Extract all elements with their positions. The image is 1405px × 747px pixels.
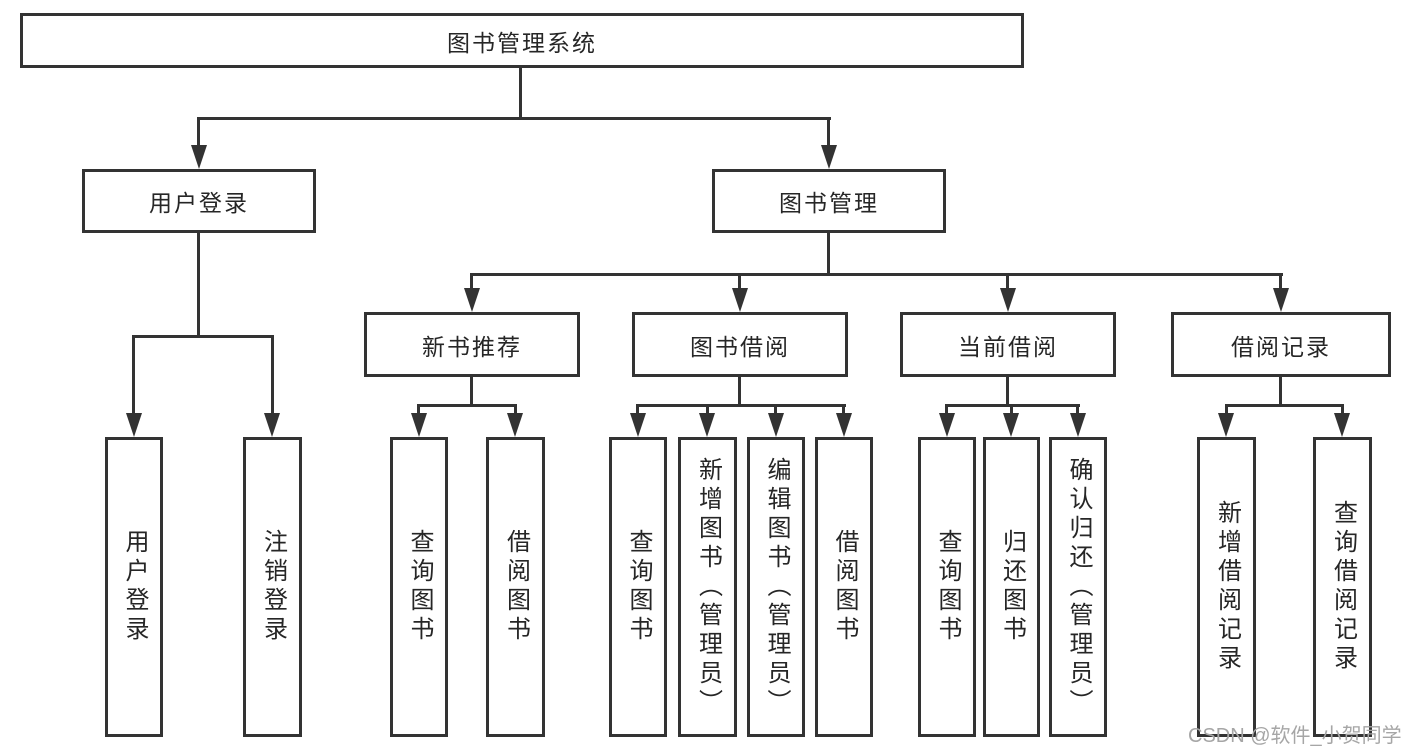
node-root: 图书管理系统 [20,13,1024,68]
connector-line [1279,377,1282,406]
node-user-login: 用户登录 [82,169,316,233]
node-book-management: 图书管理 [712,169,946,233]
connector-line [1279,273,1282,289]
leaf-return-books: 归还图书 [983,437,1040,737]
connector-line [417,404,517,407]
leaf-query-books-current: 查询图书 [918,437,976,737]
leaf-logout: 注销登录 [243,437,302,737]
arrowhead-down-icon [836,413,852,437]
connector-line [706,404,709,414]
connector-line [470,377,473,406]
node-current-borrowing: 当前借阅 [900,312,1116,377]
leaf-edit-books-admin-label: 编辑图书（管理员） [763,456,790,718]
connector-line [1010,404,1013,414]
connector-line [1006,377,1009,406]
arrowhead-down-icon [630,413,646,437]
connector-line [827,117,830,146]
leaf-query-books-recommend: 查询图书 [390,437,448,737]
leaf-borrow-books-label: 借阅图书 [831,529,858,645]
connector-line [132,335,135,414]
leaf-query-books-current-label: 查询图书 [934,529,961,645]
arrowhead-down-icon [411,413,427,437]
arrowhead-down-icon [126,413,142,437]
arrowhead-down-icon [732,288,748,312]
node-current-borrowing-label: 当前借阅 [958,333,1058,360]
leaf-borrow-books: 借阅图书 [815,437,873,737]
leaf-add-books-admin-label: 新增图书（管理员） [694,456,722,718]
connector-line [470,273,1283,276]
leaf-user-login-label: 用户登录 [121,529,148,645]
node-book-borrowing: 图书借阅 [632,312,848,377]
connector-line [1341,404,1344,414]
leaf-add-books-admin: 新增图书（管理员） [678,437,737,737]
leaf-query-books-recommend-label: 查询图书 [406,529,433,645]
leaf-edit-books-admin: 编辑图书（管理员） [747,437,805,737]
leaf-query-books-borrowing-label: 查询图书 [625,529,652,645]
node-borrowing-records-label: 借阅记录 [1231,333,1331,360]
leaf-query-books-borrowing: 查询图书 [609,437,667,737]
leaf-confirm-return-admin: 确认归还（管理员） [1049,437,1107,737]
leaf-logout-label: 注销登录 [259,529,287,645]
watermark: CSDN @软件_小贺同学 [1188,725,1402,747]
node-book-borrowing-label: 图书借阅 [690,333,790,360]
leaf-add-borrow-record: 新增借阅记录 [1197,437,1256,737]
connector-line [738,273,741,289]
connector-line [519,68,522,119]
node-new-book-recommend-label: 新书推荐 [422,333,522,360]
connector-line [842,404,845,414]
connector-line [636,404,639,414]
arrowhead-down-icon [464,288,480,312]
arrowhead-down-icon [768,413,784,437]
connector-line [132,335,274,338]
arrowhead-down-icon [699,413,715,437]
leaf-confirm-return-admin-label: 确认归还（管理员） [1065,456,1092,718]
arrowhead-down-icon [191,145,207,169]
node-user-login-label: 用户登录 [149,190,249,216]
node-root-label: 图书管理系统 [447,29,597,56]
arrowhead-down-icon [507,413,523,437]
arrowhead-down-icon [1003,413,1019,437]
connector-line [514,404,517,414]
arrowhead-down-icon [1334,413,1350,437]
connector-line [1225,404,1228,414]
leaf-user-login: 用户登录 [105,437,163,737]
arrowhead-down-icon [1070,413,1086,437]
connector-line [636,404,846,407]
leaf-query-borrow-record-label: 查询借阅记录 [1329,500,1357,674]
leaf-add-borrow-record-label: 新增借阅记录 [1213,500,1241,674]
connector-line [417,404,420,414]
leaf-borrow-books-recommend-label: 借阅图书 [502,529,530,645]
connector-line [271,335,274,414]
connector-line [1076,404,1079,414]
arrowhead-down-icon [1218,413,1234,437]
connector-line [1225,404,1344,407]
connector-line [197,117,200,146]
leaf-borrow-books-recommend: 借阅图书 [486,437,545,737]
connector-line [827,233,830,275]
connector-line [945,404,948,414]
leaf-query-borrow-record: 查询借阅记录 [1313,437,1372,737]
connector-line [774,404,777,414]
arrowhead-down-icon [1000,288,1016,312]
connector-line [1006,273,1009,289]
leaf-return-books-label: 归还图书 [998,529,1026,645]
node-borrowing-records: 借阅记录 [1171,312,1391,377]
connector-line [738,377,741,406]
connector-line [470,273,473,289]
connector-line [197,233,200,337]
arrowhead-down-icon [939,413,955,437]
arrowhead-down-icon [821,145,837,169]
node-book-management-label: 图书管理 [779,190,879,216]
arrowhead-down-icon [264,413,280,437]
arrowhead-down-icon [1273,288,1289,312]
connector-line [197,117,831,120]
node-new-book-recommend: 新书推荐 [364,312,580,377]
